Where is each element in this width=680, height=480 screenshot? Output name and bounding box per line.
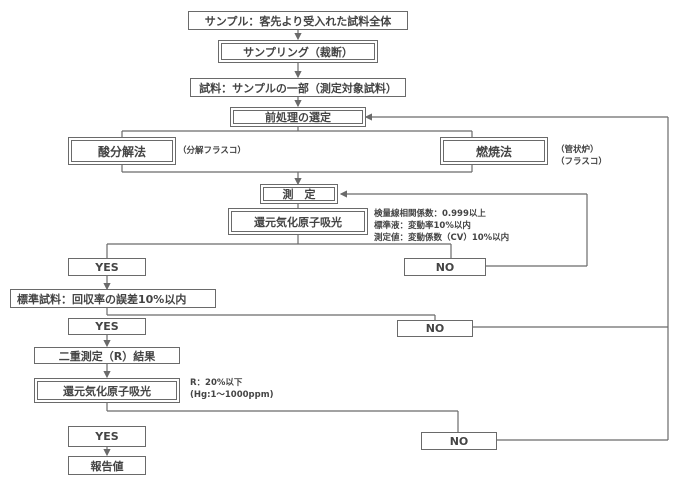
combustion-note-line: （管状炉） [556,145,599,155]
yes-node-3: YES [68,426,146,447]
sampling-node: サンプリング（裁断） [218,40,378,63]
criteria-line: 検量線相関係数：0.999以上 [374,209,486,219]
sample-whole-node: サンプル：客先より受入れた試料全体 [188,11,408,30]
combustion-note-line: （フラスコ） [556,157,607,167]
criteria-line: 測定値：変動係数（CV）10%以内 [374,233,510,243]
aas-node-1: 還元気化原子吸光 [228,208,368,235]
aas-node-2: 還元気化原子吸光 [34,378,180,403]
r-criteria-note: R：20%以下 (Hg:1～1000ppm) [190,377,273,401]
r-criteria-line: R：20%以下 [190,378,243,388]
combustion-node: 燃焼法 [440,137,548,165]
combustion-note: （管状炉） （フラスコ） [556,144,607,168]
sample-part-node: 試料：サンプルの一部（測定対象試料） [190,78,406,97]
measure-node: 測 定 [260,184,338,204]
acid-decomposition-note: （分解フラスコ） [178,146,246,156]
standard-sample-node: 標準試料：回収率の誤差10%以内 [10,289,216,308]
pretreatment-node: 前処理の選定 [230,107,366,127]
yes-node-2: YES [68,318,146,335]
no-node-1: NO [404,258,486,276]
acid-decomposition-node: 酸分解法 [68,137,176,165]
report-value-node: 報告値 [68,456,146,475]
r-criteria-line: (Hg:1～1000ppm) [190,390,274,400]
criteria-line: 標準液：変動率10%以内 [374,221,471,231]
yes-node-1: YES [68,258,146,276]
no-node-3: NO [421,432,497,450]
duplicate-measure-node: 二重測定（R）結果 [34,347,180,364]
criteria-note: 検量線相関係数：0.999以上 標準液：変動率10%以内 測定値：変動係数（CV… [374,208,509,244]
no-node-2: NO [397,320,473,337]
